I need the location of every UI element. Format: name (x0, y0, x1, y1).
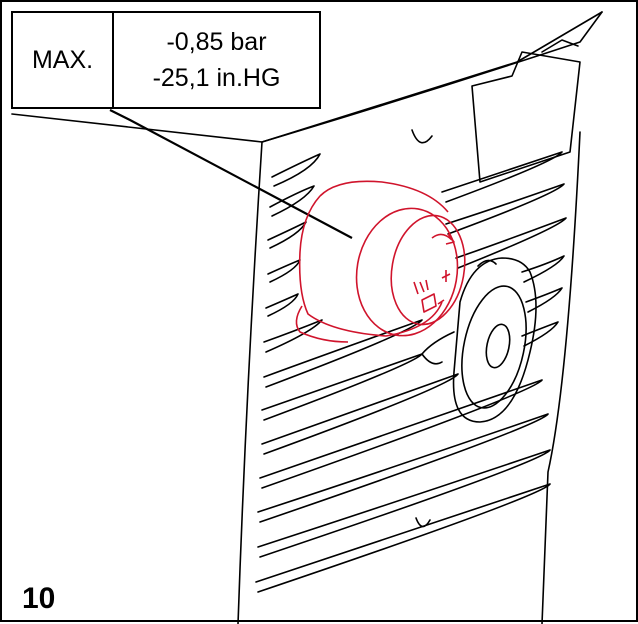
housing-front-left-edge (237, 141, 263, 624)
gauge-dial-icon (421, 257, 537, 423)
grille-slots-right (441, 151, 567, 347)
display-panel (471, 51, 581, 183)
pressure-inhg-value: -25,1 in.HG (152, 64, 281, 92)
max-label: MAX. (11, 11, 114, 109)
housing-top-edge (11, 11, 603, 143)
top-notch (411, 129, 433, 144)
pressure-values-box: -0,85 bar -25,1 in.HG (112, 11, 321, 109)
step-number: 10 (22, 582, 56, 615)
callout-leader-line (109, 109, 353, 239)
housing-side-top (261, 11, 603, 143)
housing-front-right-edge (541, 131, 581, 624)
pressure-bar-value: -0,85 bar (166, 28, 267, 56)
bottom-notch (415, 517, 431, 528)
grille-slots-left (255, 153, 551, 593)
vacuum-knob-icon (295, 180, 466, 343)
